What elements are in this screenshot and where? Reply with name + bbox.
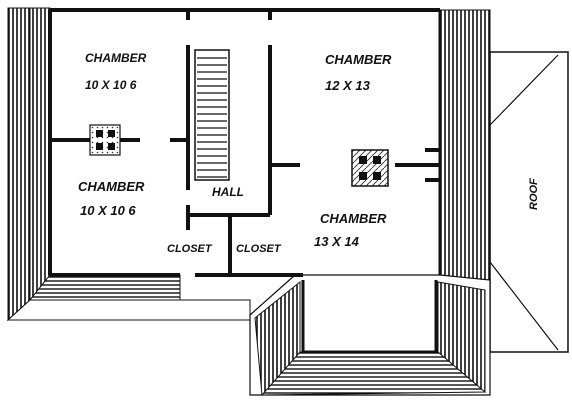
- chimney-right-flue-2: [373, 156, 381, 164]
- chamber-ne-name: CHAMBER: [325, 52, 392, 67]
- interior-walls: [50, 10, 440, 275]
- chamber-se-name: CHAMBER: [320, 211, 387, 226]
- chimney-left: [89, 124, 121, 156]
- chimney-left-flue-1: [96, 130, 103, 137]
- bay-projection: [249, 274, 491, 396]
- chimney-right-flue-4: [373, 172, 381, 180]
- chimney-right: [351, 149, 389, 187]
- closet-right-label: CLOSET: [236, 243, 282, 255]
- chimney-right-flue-1: [359, 156, 367, 164]
- right-wall-band: [438, 9, 491, 301]
- room-labels: CHAMBER 10 X 10 6 CHAMBER 12 X 13 CHAMBE…: [78, 51, 540, 255]
- bay-floor: [305, 298, 435, 350]
- stair-treads: [197, 57, 227, 178]
- bottom-left-roof: [28, 274, 181, 301]
- chamber-nw-name: CHAMBER: [85, 51, 147, 65]
- chamber-w-size: 10 X 10 6: [80, 203, 136, 218]
- chimney-left-flue-3: [96, 143, 103, 150]
- chamber-nw-size: 10 X 10 6: [85, 78, 137, 92]
- bottom-left-ledge: [6, 299, 251, 321]
- chimney-left-flue-4: [108, 143, 115, 150]
- roof-hip-top: [489, 54, 559, 126]
- roof-hip-bottom: [489, 261, 559, 351]
- chimney-right-flue-3: [359, 172, 367, 180]
- left-roof-slope: [7, 7, 31, 322]
- left-roof-band: [6, 7, 251, 322]
- stair-outline: [194, 49, 230, 181]
- staircase: [194, 49, 230, 181]
- chimney-right-box: [351, 149, 389, 187]
- outer-walls: [48, 8, 440, 277]
- left-wall-face: [29, 7, 51, 302]
- right-wall-face: [439, 9, 491, 301]
- chamber-w-name: CHAMBER: [78, 179, 145, 194]
- chimney-left-box: [89, 124, 121, 156]
- hall-label: HALL: [212, 185, 244, 199]
- roof-label: ROOF: [528, 178, 540, 210]
- chamber-ne-size: 12 X 13: [325, 78, 371, 93]
- closet-left-label: CLOSET: [167, 243, 213, 255]
- chimney-left-flue-2: [108, 130, 115, 137]
- chamber-se-size: 13 X 14: [314, 234, 360, 249]
- bay-roof-bottom: [260, 351, 487, 396]
